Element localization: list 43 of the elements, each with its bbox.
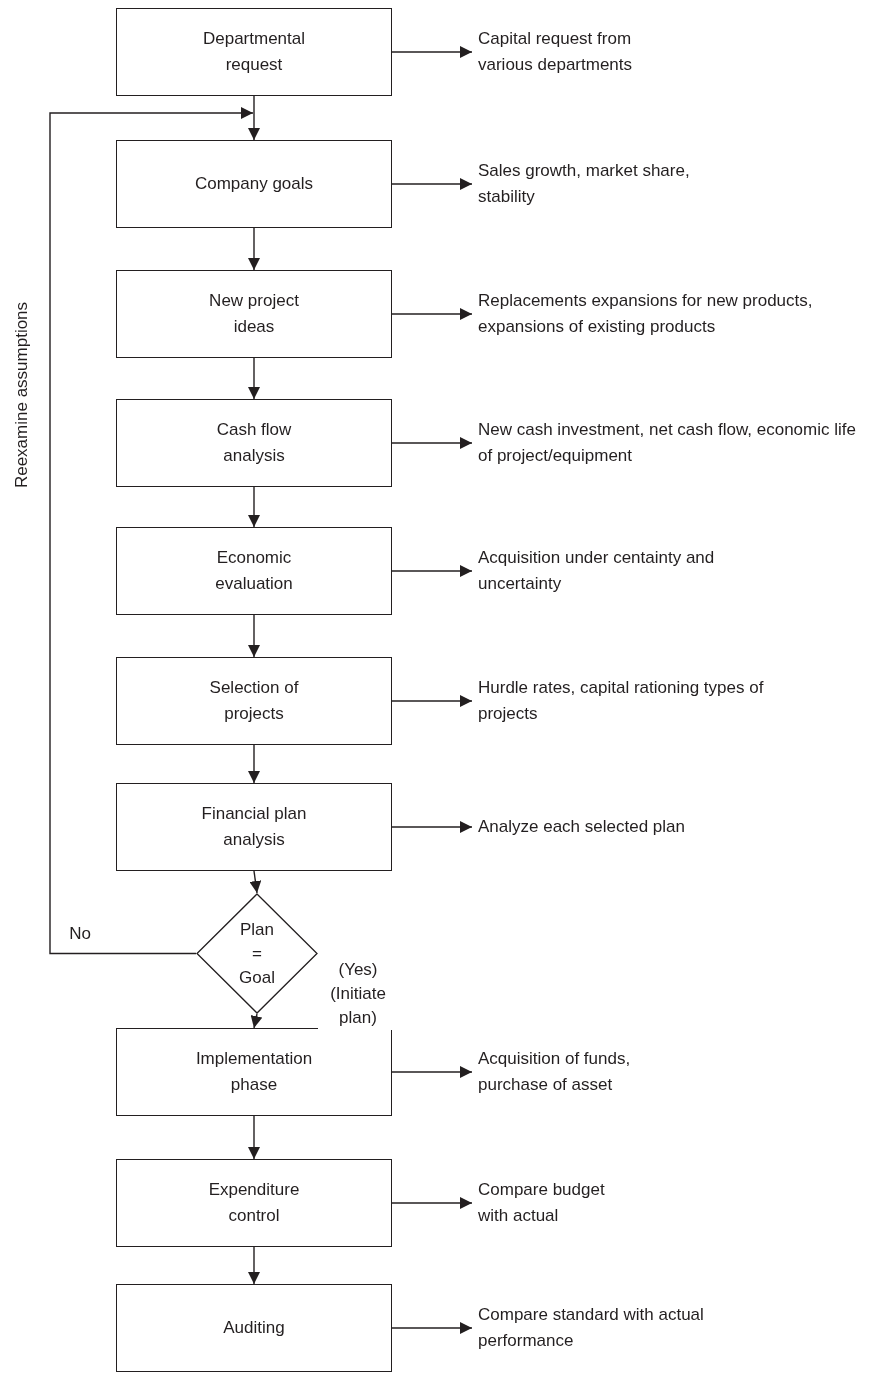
process-box: Auditing <box>116 1284 392 1372</box>
arrow <box>248 95 260 141</box>
arrow <box>391 1066 473 1078</box>
side-label: Reexamine assumptions <box>11 301 32 489</box>
arrow <box>249 870 262 894</box>
arrow <box>391 695 473 707</box>
arrow <box>248 486 260 528</box>
note-text: Acquisition of funds, purchase of asset <box>478 1046 668 1098</box>
note-text: Sales growth, market share, stability <box>478 158 718 210</box>
arrow <box>248 614 260 658</box>
arrow <box>248 1115 260 1160</box>
process-box: Cash flow analysis <box>116 399 392 487</box>
arrow <box>391 821 473 833</box>
arrow <box>391 1322 473 1334</box>
process-box: Expenditure control <box>116 1159 392 1247</box>
arrow <box>248 1246 260 1285</box>
arrow <box>248 227 260 271</box>
arrow <box>391 178 473 190</box>
note-text: Capital request from various departments <box>478 26 678 78</box>
note-text: Compare standard with actual performance <box>478 1302 718 1354</box>
process-box: Selection of projects <box>116 657 392 745</box>
arrow <box>248 744 260 784</box>
arrow <box>250 1013 263 1029</box>
arrow <box>391 1197 473 1209</box>
decision-text: Plan = Goal <box>238 918 276 989</box>
process-box: Implementation phase <box>116 1028 392 1116</box>
note-text: Hurdle rates, capital rationing types of projects <box>478 675 778 727</box>
note-text: Acquisition under centainty and uncertainty <box>478 545 798 597</box>
note-text: Analyze each selected plan <box>478 814 778 840</box>
note-text: Compare budget with actual <box>478 1177 638 1229</box>
process-box: Departmental request <box>116 8 392 96</box>
process-box: Company goals <box>116 140 392 228</box>
arrow <box>391 46 473 58</box>
arrow <box>49 107 254 955</box>
arrow <box>248 357 260 400</box>
arrow <box>391 565 473 577</box>
arrow <box>391 437 473 449</box>
note-text: New cash investment, net cash flow, economic life of project/equipment <box>478 417 858 469</box>
arrow <box>391 308 473 320</box>
process-box: Economic evaluation <box>116 527 392 615</box>
process-box: New project ideas <box>116 270 392 358</box>
process-box: Financial plan analysis <box>116 783 392 871</box>
note-text: Replacements expansions for new products, expansions of existing products <box>478 288 878 340</box>
